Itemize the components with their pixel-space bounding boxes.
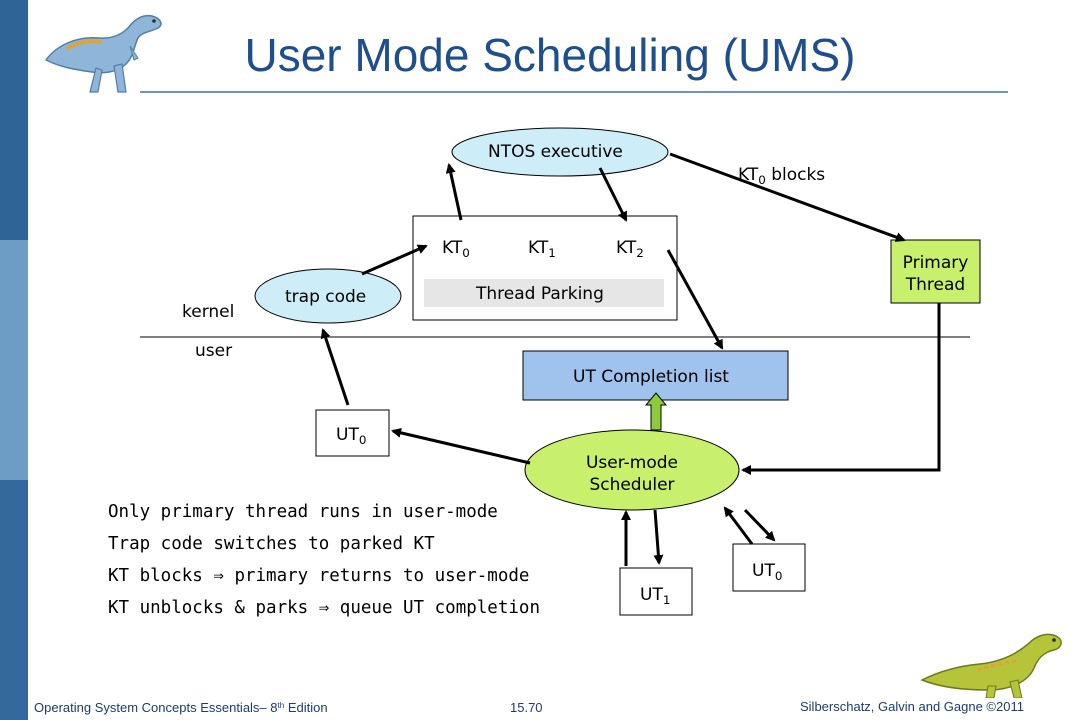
arrow-ut0-right-to-scheduler bbox=[723, 506, 754, 545]
arrow-scheduler-to-ut0 bbox=[391, 427, 531, 465]
dinosaur-footer-icon bbox=[920, 633, 1062, 698]
bullet-item: Only primary thread runs in user-mode bbox=[108, 502, 498, 522]
bullet-item: Trap code switches to parked KT bbox=[108, 534, 435, 554]
ut0-left-label: UT0 bbox=[336, 425, 367, 448]
ut0-right-node bbox=[732, 543, 806, 592]
trap-code-label: trap code bbox=[285, 287, 367, 307]
footer-page-number: 15.70 bbox=[510, 700, 543, 715]
user-label: user bbox=[195, 341, 233, 361]
ut0-right-label: UT0 bbox=[752, 561, 783, 584]
thread-parking-label: Thread Parking bbox=[476, 284, 604, 304]
sidebar-band-lower bbox=[0, 480, 28, 720]
ntos-executive-node bbox=[451, 127, 669, 177]
arrow-ut0-to-trap bbox=[320, 328, 350, 406]
arrow-ntos-to-kt2 bbox=[598, 167, 628, 222]
primary-thread-node bbox=[890, 239, 981, 304]
arrow-trap-to-kt0 bbox=[361, 244, 428, 276]
ut-completion-list-label: UT Completion list bbox=[573, 367, 729, 387]
footer-book-title: Operating System Concepts Essentials– 8t… bbox=[34, 700, 328, 715]
thread-parking-box bbox=[424, 279, 664, 307]
kt1-label: KT1 bbox=[528, 238, 556, 261]
dinosaur-logo-icon bbox=[44, 14, 162, 93]
ut1-label: UT1 bbox=[640, 585, 671, 608]
page-title: User Mode Scheduling (UMS) bbox=[244, 29, 856, 81]
arrow-kt2-to-completion bbox=[666, 249, 724, 350]
kernel-label: kernel bbox=[182, 302, 235, 322]
trap-code-node bbox=[254, 268, 402, 324]
scheduler-node bbox=[524, 429, 740, 511]
footer-copyright: Silberschatz, Galvin and Gagne ©2011 bbox=[800, 699, 1024, 714]
arrow-primary-to-scheduler bbox=[741, 303, 941, 475]
sidebar-band bbox=[0, 0, 28, 720]
ut0-left-node bbox=[315, 409, 390, 457]
arrow-kt0-to-ntos bbox=[445, 163, 463, 221]
ntos-executive-label: NTOS executive bbox=[488, 142, 623, 162]
arrow-scheduler-to-ut0-right bbox=[743, 508, 776, 542]
sidebar-band-light bbox=[0, 240, 28, 480]
bullet-item: KT blocks ⇒ primary returns to user-mode bbox=[108, 566, 530, 586]
title-divider bbox=[140, 91, 1008, 93]
arrow-ntos-to-primary bbox=[669, 152, 906, 242]
ut1-node bbox=[619, 567, 693, 616]
kt2-label: KT2 bbox=[616, 238, 644, 261]
arrow-scheduler-to-ut1 bbox=[653, 509, 664, 565]
arrow-scheduler-to-completion bbox=[644, 392, 668, 431]
bullet-item: KT unblocks & parks ⇒ queue UT completio… bbox=[108, 598, 540, 618]
kt0-blocks-label: KT0 blocks bbox=[738, 165, 826, 188]
kt0-label: KT0 bbox=[442, 238, 470, 261]
